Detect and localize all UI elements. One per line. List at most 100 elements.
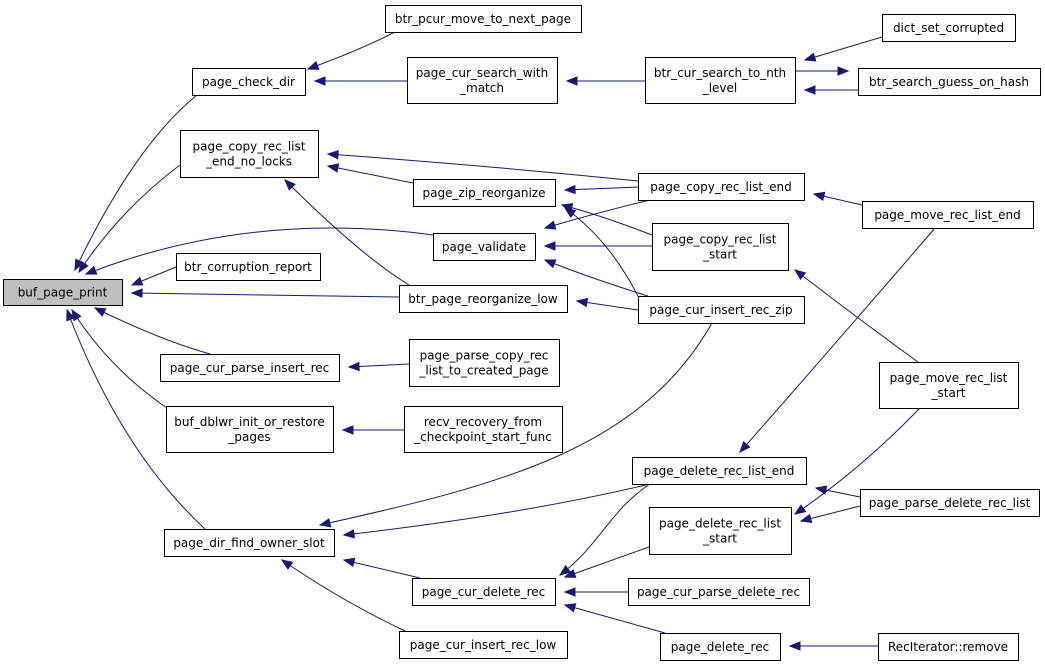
edge-page_copy_rec_list_end-to-page_zip_reorganize bbox=[563, 184, 639, 195]
edges-layer bbox=[66, 31, 936, 651]
edge-RecIterator_remove-to-page_delete_rec bbox=[788, 641, 878, 651]
arrowhead bbox=[563, 587, 576, 597]
node-label: page_cur_insert_rec_zip bbox=[649, 303, 792, 317]
node-page_cur_parse_insert_rec[interactable]: page_cur_parse_insert_rec bbox=[160, 354, 340, 382]
node-label: page_parse_copy_rec bbox=[420, 349, 549, 363]
node-page_delete_rec[interactable]: page_delete_rec bbox=[660, 633, 781, 661]
node-btr_pcur_move_to_next_page[interactable]: btr_pcur_move_to_next_page bbox=[385, 5, 582, 33]
arrowhead bbox=[130, 276, 144, 286]
node-label: btr_page_reorganize_low bbox=[408, 292, 558, 306]
edge-btr_corruption_report-to-buf_page_print bbox=[130, 266, 177, 286]
edge-btr_cur_search_to_nth_level-to-btr_search_guess_on_hash bbox=[795, 66, 850, 76]
arrowhead bbox=[130, 288, 143, 298]
edge-line bbox=[544, 199, 651, 229]
node-box bbox=[649, 507, 792, 555]
arrowhead bbox=[313, 76, 326, 86]
edge-line bbox=[561, 204, 653, 236]
node-label: _start bbox=[931, 386, 966, 400]
edge-page_move_rec_list_end-to-page_delete_rec_list_end bbox=[739, 227, 936, 454]
node-page_move_rec_list_end[interactable]: page_move_rec_list_end bbox=[862, 201, 1034, 229]
node-page_copy_rec_list_start[interactable]: page_copy_rec_list_start bbox=[652, 223, 789, 271]
edge-btr_pcur_move_to_next_page-to-page_check_dir bbox=[306, 31, 396, 70]
node-label: page_cur_insert_rec_low bbox=[410, 638, 557, 652]
node-box bbox=[882, 14, 1016, 42]
node-page_cur_insert_rec_low[interactable]: page_cur_insert_rec_low bbox=[399, 631, 568, 659]
node-box bbox=[164, 529, 335, 557]
node-page_cur_delete_rec[interactable]: page_cur_delete_rec bbox=[412, 578, 556, 606]
edge-line bbox=[564, 207, 641, 301]
arrowhead bbox=[306, 60, 320, 70]
arrowhead bbox=[284, 179, 296, 191]
node-box bbox=[860, 489, 1040, 517]
arrowhead bbox=[799, 513, 813, 524]
edge-page_cur_insert_rec_low-to-page_dir_find_owner_slot bbox=[280, 559, 406, 632]
edge-page_cur_insert_rec_zip-to-page_zip_reorganize bbox=[563, 207, 641, 301]
edge-line bbox=[307, 31, 396, 70]
node-recv_recovery_from_checkpoint_start_func[interactable]: recv_recovery_from_checkpoint_start_func bbox=[404, 406, 563, 453]
node-btr_search_guess_on_hash[interactable]: btr_search_guess_on_hash bbox=[858, 68, 1041, 96]
node-label: buf_dblwr_init_or_restore bbox=[174, 415, 324, 429]
node-btr_corruption_report[interactable]: btr_corruption_report bbox=[176, 253, 321, 281]
node-box bbox=[660, 633, 781, 661]
node-box bbox=[628, 578, 810, 606]
edge-page_delete_rec_list_start-to-page_cur_delete_rec bbox=[563, 546, 650, 578]
node-label: _level bbox=[702, 81, 738, 95]
node-label: page_check_dir bbox=[202, 75, 295, 89]
node-page_cur_search_with_match[interactable]: page_cur_search_with_match bbox=[407, 57, 558, 104]
node-label: page_delete_rec_list_end bbox=[644, 464, 795, 478]
node-page_copy_rec_list_end[interactable]: page_copy_rec_list_end bbox=[638, 173, 805, 201]
node-btr_page_reorganize_low[interactable]: btr_page_reorganize_low bbox=[399, 285, 568, 313]
node-page_check_dir[interactable]: page_check_dir bbox=[192, 68, 306, 96]
node-box bbox=[879, 362, 1019, 409]
edge-line bbox=[564, 604, 666, 634]
arrowhead bbox=[563, 184, 576, 195]
arrowhead bbox=[788, 641, 801, 651]
node-page_move_rec_list_start[interactable]: page_move_rec_list_start bbox=[879, 362, 1019, 409]
node-label: page_zip_reorganize bbox=[423, 186, 546, 200]
edge-page_copy_rec_list_end-to-page_validate bbox=[543, 199, 651, 230]
node-label: _match bbox=[459, 81, 504, 95]
edge-page_zip_reorganize-to-page_copy_rec_list_end_no_locks bbox=[326, 163, 414, 184]
edge-page_copy_rec_list_end-to-page_copy_rec_list_end_no_locks bbox=[326, 150, 639, 182]
edge-page_cur_insert_rec_zip-to-page_validate bbox=[543, 259, 649, 297]
arrowhead bbox=[342, 557, 356, 568]
node-label: page_copy_rec_list bbox=[193, 140, 306, 154]
edge-line bbox=[131, 292, 400, 298]
node-RecIterator_remove[interactable]: RecIterator::remove bbox=[878, 633, 1019, 661]
node-box bbox=[409, 339, 560, 387]
edge-btr_cur_search_to_nth_level-to-page_cur_search_with_match bbox=[565, 76, 645, 86]
node-label: page_cur_parse_delete_rec bbox=[637, 585, 800, 599]
node-label: page_delete_rec bbox=[671, 640, 769, 654]
edge-page_cur_insert_rec_zip-to-btr_page_reorganize_low bbox=[575, 297, 639, 311]
node-page_zip_reorganize[interactable]: page_zip_reorganize bbox=[413, 179, 556, 207]
node-dict_set_corrupted[interactable]: dict_set_corrupted bbox=[882, 14, 1016, 42]
arrowhead bbox=[803, 52, 817, 62]
node-page_copy_rec_list_end_no_locks[interactable]: page_copy_rec_list_end_no_locks bbox=[180, 130, 319, 178]
node-label: page_parse_delete_rec_list bbox=[869, 496, 1031, 510]
edge-line bbox=[739, 227, 936, 453]
node-page_dir_find_owner_slot[interactable]: page_dir_find_owner_slot bbox=[164, 529, 335, 557]
node-page_cur_parse_delete_rec[interactable]: page_cur_parse_delete_rec bbox=[628, 578, 810, 606]
node-box bbox=[404, 406, 563, 453]
edge-line bbox=[564, 186, 639, 191]
edge-buf_dblwr_init_or_restore_pages-to-buf_page_print bbox=[71, 308, 171, 411]
node-page_delete_rec_list_end[interactable]: page_delete_rec_list_end bbox=[632, 457, 807, 485]
arrowhead bbox=[814, 485, 828, 495]
edge-line bbox=[66, 309, 206, 530]
node-page_parse_copy_rec_list_to_created_page[interactable]: page_parse_copy_rec_list_to_created_page bbox=[409, 339, 560, 387]
node-buf_page_print[interactable]: buf_page_print bbox=[3, 279, 123, 306]
node-page_parse_delete_rec_list[interactable]: page_parse_delete_rec_list bbox=[860, 489, 1040, 517]
node-box bbox=[399, 631, 568, 659]
node-page_delete_rec_list_start[interactable]: page_delete_rec_list_start bbox=[649, 507, 792, 555]
node-page_cur_insert_rec_zip[interactable]: page_cur_insert_rec_zip bbox=[638, 296, 805, 324]
node-label: _start bbox=[702, 532, 737, 546]
arrowhead bbox=[341, 425, 354, 435]
node-page_validate[interactable]: page_validate bbox=[433, 233, 536, 261]
node-buf_dblwr_init_or_restore_pages[interactable]: buf_dblwr_init_or_restore_pages bbox=[166, 406, 334, 453]
edge-line bbox=[74, 94, 198, 271]
edge-page_cur_search_with_match-to-page_check_dir bbox=[313, 76, 407, 86]
edge-line bbox=[319, 322, 713, 526]
node-btr_cur_search_to_nth_level[interactable]: btr_cur_search_to_nth_level bbox=[645, 57, 796, 104]
edge-page_move_rec_list_start-to-page_delete_rec_list_start bbox=[793, 407, 921, 515]
